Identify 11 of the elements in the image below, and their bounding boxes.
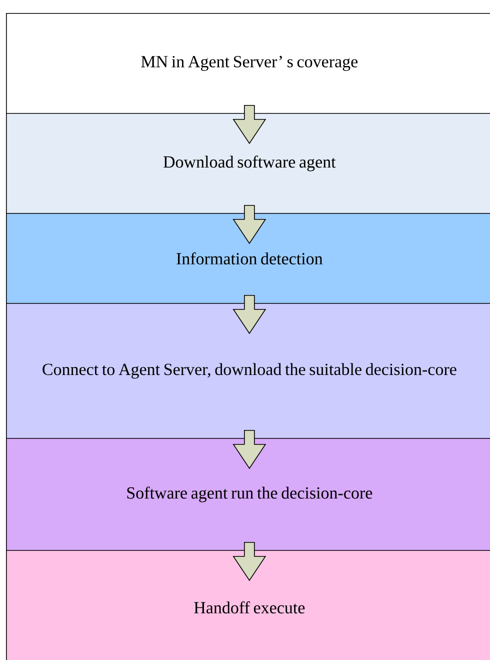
arrow [232,542,266,582]
step-band: MN in Agent Server’ s coverage [6,13,490,114]
arrow [232,105,266,144]
arrow [232,205,266,244]
arrow [232,430,266,470]
arrow [232,295,266,334]
step-band: Download software agent [6,113,490,214]
step-band: Software agent run the decision-core [6,438,490,551]
step-band: Handoff execute [6,550,490,660]
step-band: Connect to Agent Server, download the suitable decision-core [6,303,490,439]
step-band: Information detection [6,213,490,304]
